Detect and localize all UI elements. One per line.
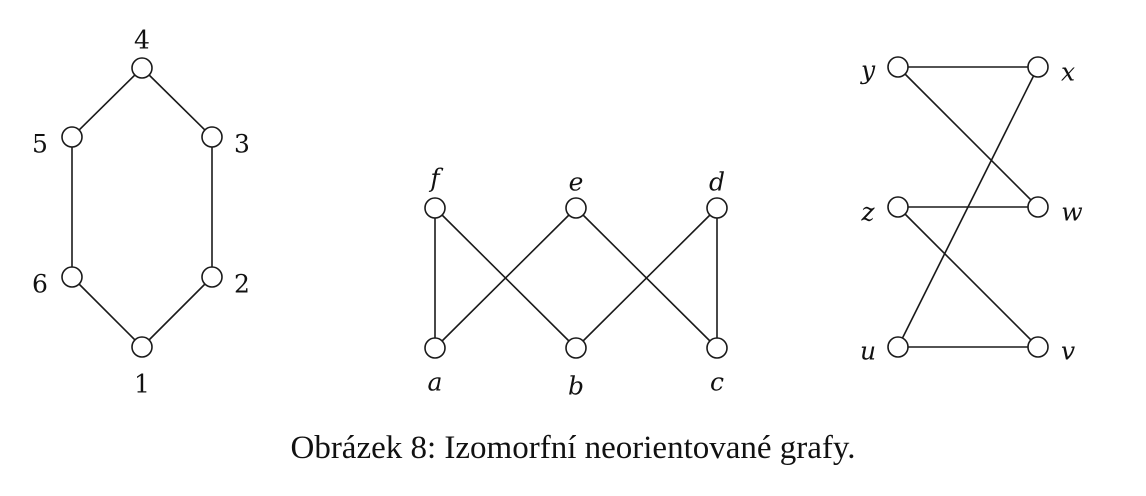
node-c (706, 337, 728, 359)
node-a (424, 337, 446, 359)
edge-4-5 (71, 67, 143, 138)
node-x (1027, 56, 1049, 78)
node-label-1: 1 (134, 370, 150, 399)
edge-6-1 (71, 276, 143, 348)
node-y (887, 56, 909, 78)
node-2 (201, 266, 223, 288)
figure-caption: Obrázek 8: Izomorfní neorientované grafy… (290, 430, 856, 466)
node-label-c: c (710, 368, 724, 397)
graph-letters-uvw: u v w x y z (860, 56, 1083, 366)
node-label-3: 3 (234, 130, 250, 159)
graph-letters-abc: a b c d e f (424, 164, 728, 401)
node-label-2: 2 (234, 270, 250, 299)
node-d (706, 197, 728, 219)
node-4 (131, 57, 153, 79)
node-label-u: u (860, 337, 876, 366)
node-z (887, 196, 909, 218)
node-3 (201, 126, 223, 148)
node-label-6: 6 (32, 270, 48, 299)
node-u (887, 336, 909, 358)
node-5 (61, 126, 83, 148)
node-label-y: y (860, 56, 876, 85)
node-label-f: f (428, 164, 443, 193)
node-v (1027, 336, 1049, 358)
node-label-d: d (709, 168, 725, 197)
node-label-e: e (569, 168, 584, 197)
edge-b-f (434, 207, 577, 349)
node-label-v: v (1061, 337, 1075, 366)
node-label-w: w (1061, 198, 1082, 227)
edge-3-4 (141, 67, 213, 138)
node-6 (61, 266, 83, 288)
node-1 (131, 336, 153, 358)
edge-u-x (897, 66, 1039, 348)
node-label-z: z (860, 198, 875, 227)
node-label-x: x (1061, 58, 1075, 87)
edge-z-v (897, 206, 1039, 348)
graph-numbers: 1 2 3 4 5 6 (32, 26, 250, 399)
node-f (424, 197, 446, 219)
node-w (1027, 196, 1049, 218)
node-label-4: 4 (134, 26, 150, 55)
node-label-5: 5 (32, 130, 48, 159)
node-label-a: a (428, 368, 443, 397)
node-b (565, 337, 587, 359)
edge-1-2 (141, 276, 213, 348)
node-e (565, 197, 587, 219)
node-label-b: b (568, 372, 584, 401)
edge-c-e (575, 207, 718, 349)
edge-y-w (897, 66, 1039, 208)
